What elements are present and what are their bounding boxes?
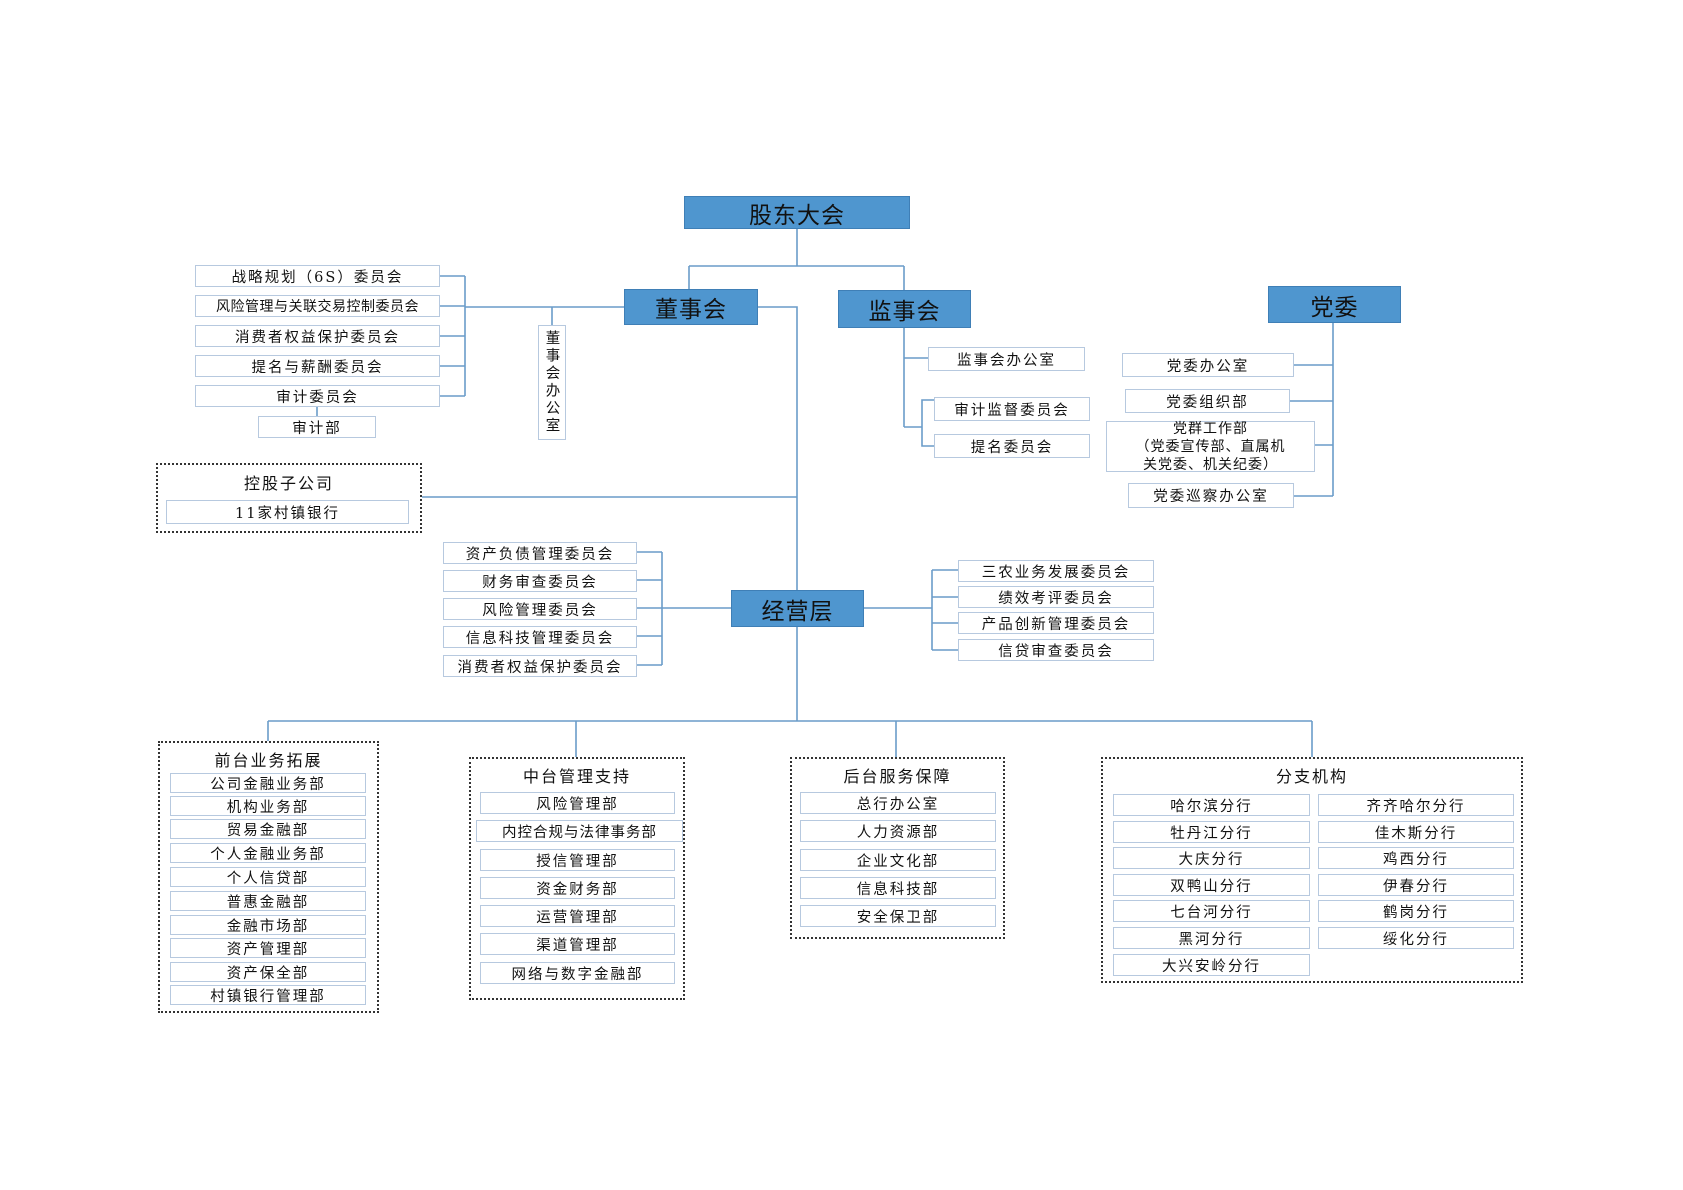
back-office-item: 企业文化部	[800, 849, 996, 871]
management-node: 经营层	[731, 590, 864, 627]
mgmt-committee-item: 三农业务发展委员会	[958, 560, 1154, 582]
back-office-item: 安全保卫部	[800, 905, 996, 927]
branches-title: 分支机构	[1275, 767, 1348, 786]
front-office-item: 资产保全部	[170, 962, 366, 982]
village-banks: 11家村镇银行	[166, 500, 409, 524]
shareholders-meeting-node: 股东大会	[684, 196, 910, 229]
subsidiary-group	[156, 463, 422, 533]
audit-department: 审计部	[258, 416, 376, 438]
front-office-item: 资产管理部	[170, 938, 366, 958]
front-office-item: 机构业务部	[170, 796, 366, 816]
board-of-supervisors-node: 监事会	[838, 290, 971, 328]
middle-office-item: 授信管理部	[480, 849, 675, 871]
branches-group	[1101, 757, 1523, 983]
middle-office-item: 渠道管理部	[480, 933, 675, 955]
branch-item: 齐齐哈尔分行	[1318, 794, 1514, 816]
back-office-item: 信息科技部	[800, 877, 996, 899]
middle-office-item: 内控合规与法律事务部	[476, 820, 683, 842]
middle-office-group	[469, 757, 685, 1000]
audit-supervision-committee: 审计监督委员会	[934, 397, 1090, 421]
mgmt-committee-item: 风险管理委员会	[443, 598, 637, 620]
back-office-group	[790, 757, 1005, 939]
branch-item: 佳木斯分行	[1318, 821, 1514, 843]
supervisor-office: 监事会办公室	[928, 347, 1085, 371]
party-committee-node: 党委	[1268, 286, 1401, 323]
branch-item: 黑河分行	[1113, 927, 1310, 949]
middle-office-item: 运营管理部	[480, 905, 675, 927]
middle-office-item: 网络与数字金融部	[480, 962, 675, 984]
party-inspection-office: 党委巡察办公室	[1128, 483, 1294, 508]
branch-item: 鸡西分行	[1318, 847, 1514, 869]
mgmt-committee-item: 财务审查委员会	[443, 570, 637, 592]
board-committee-item: 审计委员会	[195, 385, 440, 407]
board-committee-item: 风险管理与关联交易控制委员会	[195, 295, 440, 317]
branch-item: 伊春分行	[1318, 874, 1514, 896]
subsidiary-title: 控股子公司	[243, 474, 334, 493]
branch-item: 七台河分行	[1113, 900, 1310, 922]
board-committee-item: 提名与薪酬委员会	[195, 355, 440, 377]
branch-item: 牡丹江分行	[1113, 821, 1310, 843]
branch-item: 哈尔滨分行	[1113, 794, 1310, 816]
front-office-item: 公司金融业务部	[170, 773, 366, 793]
board-committee-item: 消费者权益保护委员会	[195, 325, 440, 347]
board-office: 董事会办公室	[538, 325, 566, 440]
party-organization-dept: 党委组织部	[1125, 389, 1290, 413]
front-office-item: 金融市场部	[170, 915, 366, 935]
party-mass-line-1: 党群工作部	[1173, 420, 1248, 437]
board-committee-item: 战略规划（6S）委员会	[195, 265, 440, 287]
branch-item: 大庆分行	[1113, 847, 1310, 869]
branch-item: 双鸭山分行	[1113, 874, 1310, 896]
middle-office-item: 资金财务部	[480, 877, 675, 899]
mgmt-committee-item: 信息科技管理委员会	[443, 626, 637, 648]
mgmt-committee-item: 消费者权益保护委员会	[443, 655, 637, 677]
party-mass-line-2: （党委宣传部、直属机	[1135, 438, 1286, 455]
front-office-group	[158, 741, 379, 1013]
mgmt-committee-item: 信贷审查委员会	[958, 639, 1154, 661]
back-office-title: 后台服务保障	[843, 767, 952, 786]
branch-item: 鹤岗分行	[1318, 900, 1514, 922]
front-office-item: 普惠金融部	[170, 891, 366, 911]
party-mass-work-dept: 党群工作部 （党委宣传部、直属机 关党委、机关纪委）	[1106, 420, 1315, 473]
back-office-item: 人力资源部	[800, 820, 996, 842]
middle-office-item: 风险管理部	[480, 792, 675, 814]
branch-item: 大兴安岭分行	[1113, 954, 1310, 976]
party-mass-line-3: 关党委、机关纪委）	[1143, 456, 1278, 473]
front-office-item: 贸易金融部	[170, 819, 366, 839]
back-office-item: 总行办公室	[800, 792, 996, 814]
board-of-directors-node: 董事会	[624, 289, 758, 325]
front-office-item: 个人信贷部	[170, 867, 366, 887]
front-office-item: 村镇银行管理部	[170, 985, 366, 1005]
middle-office-title: 中台管理支持	[522, 767, 631, 786]
mgmt-committee-item: 绩效考评委员会	[958, 586, 1154, 608]
mgmt-committee-item: 产品创新管理委员会	[958, 612, 1154, 634]
front-office-title: 前台业务拓展	[214, 751, 323, 770]
mgmt-committee-item: 资产负债管理委员会	[443, 542, 637, 564]
branch-item: 绥化分行	[1318, 927, 1514, 949]
party-office: 党委办公室	[1122, 353, 1294, 377]
nomination-committee: 提名委员会	[934, 434, 1090, 458]
front-office-item: 个人金融业务部	[170, 843, 366, 863]
